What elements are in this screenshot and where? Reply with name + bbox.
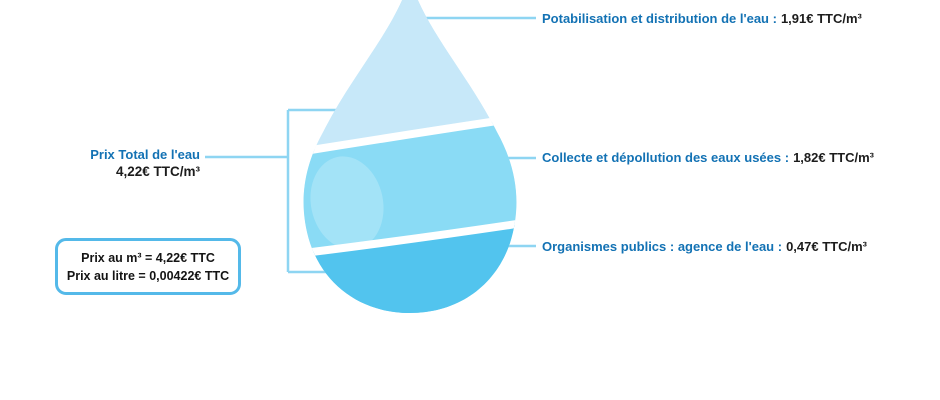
total-price-label: Prix Total de l'eau <box>90 147 200 162</box>
total-price-block: Prix Total de l'eau 4,22€ TTC/m³ <box>90 147 200 180</box>
segment-value: 0,47€ TTC/m³ <box>786 239 867 254</box>
total-price-value: 4,22€ TTC/m³ <box>115 164 200 179</box>
segment-label-collecte: Collecte et dépollution des eaux usées :… <box>542 150 874 165</box>
segment-value: 1,91€ TTC/m³ <box>780 11 862 26</box>
price-per-m3: Prix au m³ = 4,22€ TTC <box>81 250 215 265</box>
segment-label-text: Collecte et dépollution des eaux usées : <box>542 150 790 165</box>
segment-label-potabilisation: Potabilisation et distribution de l'eau … <box>542 11 862 26</box>
segment-label-organismes: Organismes publics : agence de l'eau :0,… <box>542 239 867 254</box>
water-drop-icon <box>303 0 517 313</box>
price-info-box: Prix au m³ = 4,22€ TTC Prix au litre = 0… <box>55 238 241 295</box>
segment-label-text: Potabilisation et distribution de l'eau … <box>542 11 777 26</box>
segment-value: 1,82€ TTC/m³ <box>793 150 874 165</box>
segment-label-text: Organismes publics : agence de l'eau : <box>542 239 783 254</box>
drop-segment-organismes <box>303 222 517 313</box>
price-per-litre: Prix au litre = 0,00422€ TTC <box>66 268 230 283</box>
drop-highlight <box>310 156 384 250</box>
